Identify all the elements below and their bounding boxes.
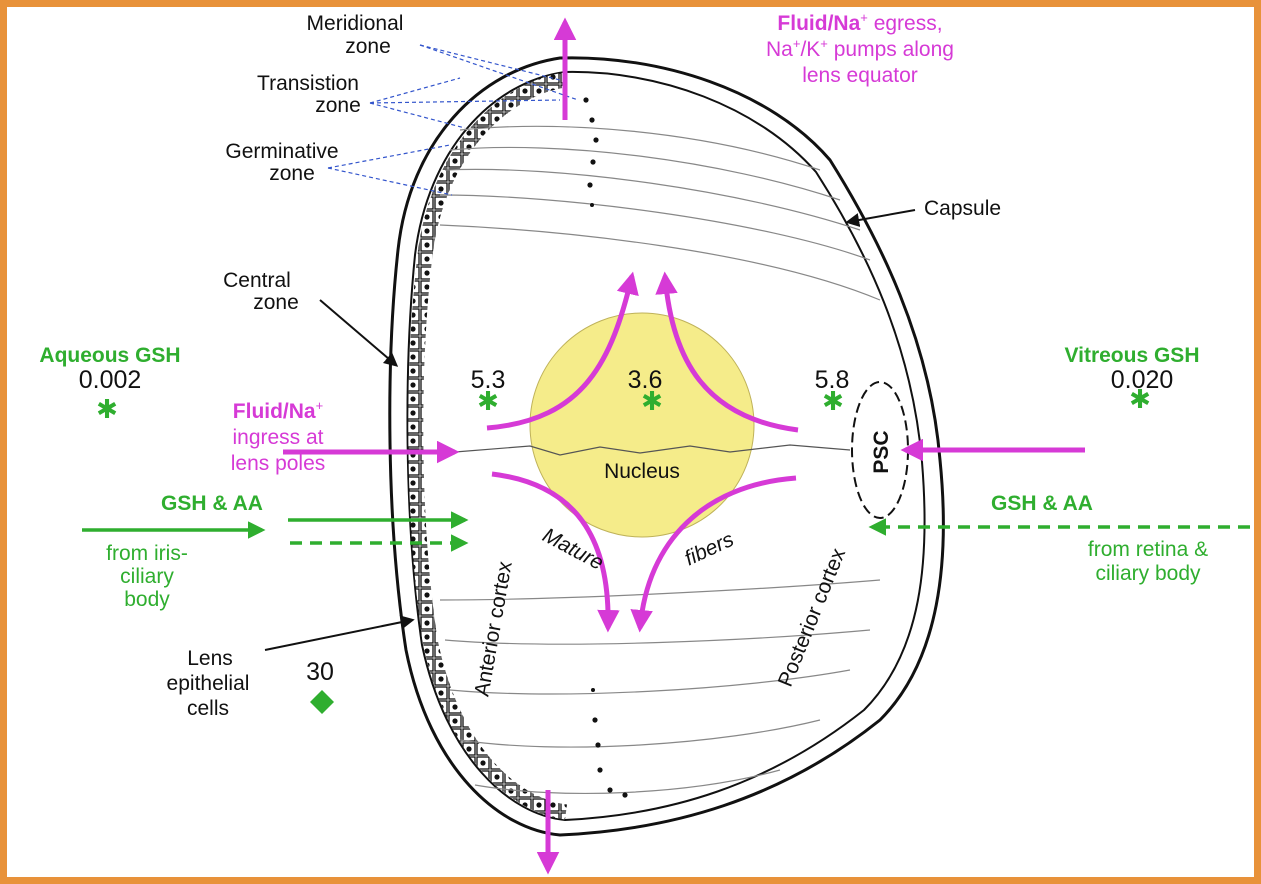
nucleus-label: Nucleus xyxy=(604,460,680,483)
capsule-label: Capsule xyxy=(924,197,1001,220)
right-gsh-title: GSH & AA xyxy=(991,492,1093,515)
transition-label-line2: zone xyxy=(315,94,361,117)
aqueous-gsh-title: Aqueous GSH xyxy=(39,344,180,367)
egress-label-line3: lens equator xyxy=(802,64,918,87)
transition-label-line1: Transistion xyxy=(257,72,359,95)
vitreous-gsh-title: Vitreous GSH xyxy=(1065,344,1200,367)
ingress-label-line3: lens poles xyxy=(231,452,326,475)
right-gsh-line1: from retina & xyxy=(1088,538,1208,561)
value-epithelial: 30 xyxy=(306,658,334,686)
central-zone-pointer xyxy=(320,300,396,365)
value-posterior: 5.8 xyxy=(815,366,850,394)
marker-epithelial xyxy=(310,690,334,714)
left-gsh-title: GSH & AA xyxy=(161,492,263,515)
ingress-label-line1: Fluid/Na+ xyxy=(233,398,323,423)
lens-epithelial-label-line2: epithelial xyxy=(167,672,250,695)
germinative-label-line1: Germinative xyxy=(225,140,338,163)
left-gsh-line1: from iris- xyxy=(106,542,188,565)
epithelial-pointer xyxy=(265,620,412,650)
ingress-label-line2: ingress at xyxy=(232,426,323,449)
lens-epithelial-label-line3: cells xyxy=(187,697,229,720)
central-label-line2: zone xyxy=(253,291,299,314)
left-gsh-line2: ciliary xyxy=(120,565,174,588)
egress-label-line1: Fluid/Na+ egress, xyxy=(777,10,942,35)
germinative-label-line2: zone xyxy=(269,162,315,185)
value-nucleus: 3.6 xyxy=(628,366,663,394)
egress-label-line2: Na+/K+ pumps along xyxy=(766,36,954,61)
marker-aqueous: ✱ xyxy=(96,394,118,424)
vitreous-gsh-value: 0.020 xyxy=(1111,366,1174,394)
aqueous-gsh-value: 0.002 xyxy=(79,366,142,394)
left-gsh-line3: body xyxy=(124,588,170,611)
meridional-label-line1: Meridional xyxy=(307,12,404,35)
value-anterior: 5.3 xyxy=(471,366,506,394)
lens-epithelial-label-line1: Lens xyxy=(187,647,233,670)
meridional-label-line2: zone xyxy=(345,35,391,58)
right-gsh-line2: ciliary body xyxy=(1095,562,1201,585)
psc-label: PSC xyxy=(870,430,893,473)
central-label-line1: Central xyxy=(223,269,291,292)
